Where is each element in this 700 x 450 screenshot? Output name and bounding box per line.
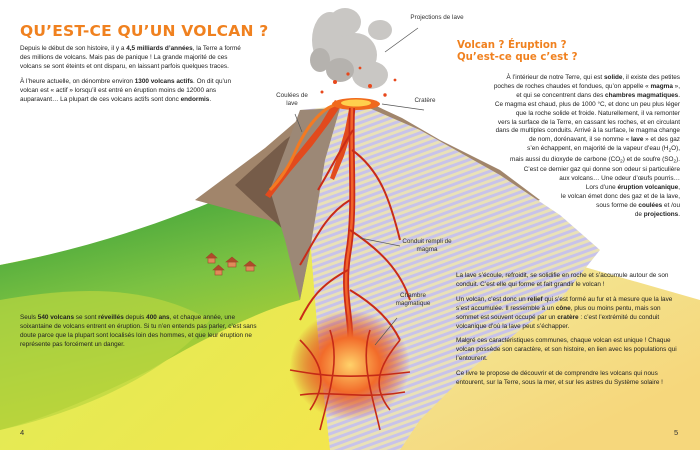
bold-text: magma [650,82,673,90]
section-title-line-2: Qu’est-ce que c’est ? [457,51,578,63]
explanation-line: dans de multiples conduits. Arrivé à la … [495,127,680,135]
section-title: Volcan ? Éruption ? Qu’est-ce que c’est … [457,40,578,63]
bold-text: coulées [638,201,663,209]
bottom-right-text: La lave s’écoule, refroidit, se solidifi… [456,272,684,394]
bottom-right-paragraph-4: Ce livre te propose de découvrir et de c… [456,370,663,387]
page-title: QU’EST-CE QU’UN VOLCAN ? [20,22,269,41]
subscript: 2 [620,158,623,164]
explanation-line: Lors d’une éruption volcanique, [585,183,680,191]
bold-text: réveillés [98,314,124,321]
explanation-line: le volcan émet donc des gaz et de la lav… [560,192,680,200]
intro-paragraph-1: Depuis le début de son histoire, il y a … [20,45,241,70]
label-conduit: Conduit rempli de magma [402,238,452,253]
bottom-right-paragraph-1: La lave s’écoule, refroidit, se solidifi… [456,272,669,288]
explanation-line: mais aussi du dioxyde de carbone (CO2) e… [510,155,680,164]
subscript: 2 [668,147,672,153]
bottom-right-paragraph-2: Un volcan, c’est donc un relief qui s’es… [456,295,673,330]
explanation-line: C’est ce dernier gaz qui donne son odeur… [523,166,680,174]
bold-text: 4,5 milliards d’années [126,45,193,52]
bold-text: cône [555,304,571,312]
bottom-right-paragraph-3: Malgré ces caractéristiques communes, ch… [456,337,677,363]
explanation-line: poches de roches chaudes et fondues, qu’… [493,82,680,90]
bold-text: chambres magmatiques [605,91,679,99]
explanation-line: vers la surface de la Terre, en cassant … [497,118,680,126]
bold-text: 540 volcans [37,314,75,321]
right-explanation: À l’intérieur de notre Terre, qui est so… [420,74,680,220]
intro-text: Depuis le début de son histoire, il y a … [20,45,248,110]
bold-text: lave [630,136,644,144]
label-cratere: Cratère [414,97,436,104]
section-title-line-1: Volcan ? Éruption ? [457,40,567,51]
bold-text: cratère [557,313,579,321]
right-explanation-lines: À l’intérieur de notre Terre, qui est so… [420,74,680,220]
explanation-line: À l’intérieur de notre Terre, qui est so… [506,74,680,81]
page-number-left: 4 [20,428,25,437]
subscript: 2 [673,158,677,164]
explanation-line: sous forme de coulées et /ou [596,201,680,209]
bottom-left-text: Seuls 540 volcans se sont réveillés depu… [20,314,262,356]
explanation-line: de projections. [634,210,680,218]
bold-text: relief [527,295,543,303]
explanation-line: et qui se concentrent dans des chambres … [516,91,680,99]
explanation-line: Ce magma est chaud, plus de 1000 °C, et … [494,100,680,108]
bold-text: projections [643,210,679,218]
explanation-line: aux volcans… Une odeur d’œufs pourris… [559,174,680,182]
label-chambre: Chambre magmatique [395,292,431,307]
bold-text: endormis [180,95,210,103]
bold-text: 1300 volcans actifs [134,77,194,85]
page-number-right: 5 [674,428,679,437]
bold-text: 400 ans [146,314,170,321]
explanation-line: s’en échappent, en majorité de la vapeur… [527,145,680,153]
bottom-left-paragraph: Seuls 540 volcans se sont réveillés depu… [20,314,257,348]
explanation-line: de nom, dorénavant, il se nomme « lave »… [529,136,680,144]
explanation-line: que la roche solide et froide. Naturelle… [515,109,680,117]
intro-paragraph-2: À l’heure actuelle, on dénombre environ … [20,77,232,103]
label-projections: Projections de lave [410,14,464,21]
bold-text: éruption volcanique [617,183,679,191]
label-coulees: Coulées de lave [276,92,308,107]
bold-text: solide [603,74,623,81]
